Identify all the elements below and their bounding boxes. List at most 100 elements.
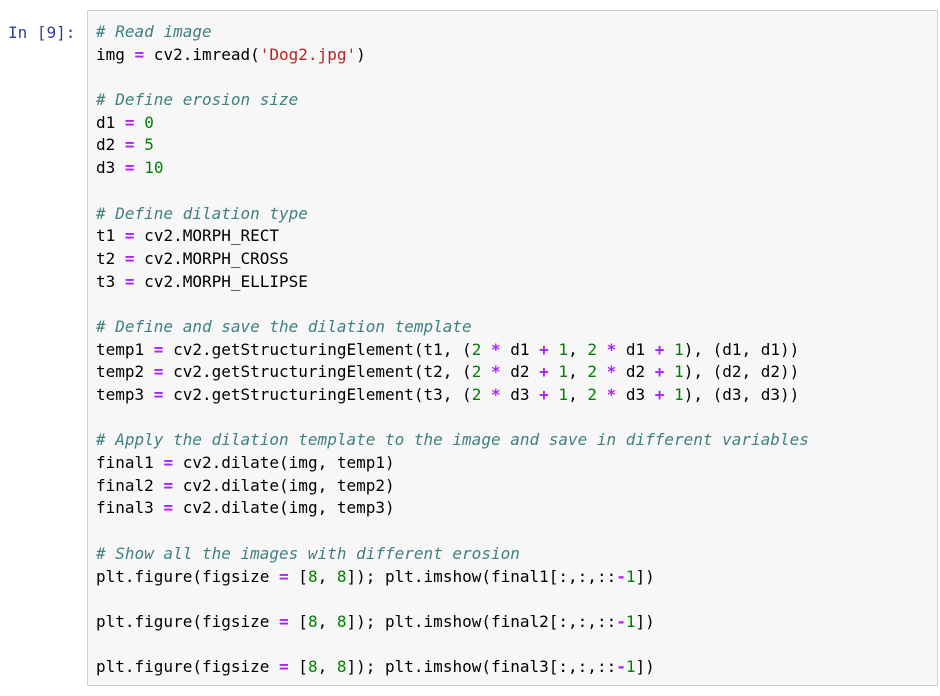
blank-code-line: ​ [96, 520, 809, 543]
code-token [135, 158, 145, 177]
blank-code-line: ​ [96, 407, 809, 430]
number-token: 1 [625, 611, 636, 631]
code-token: ]); plt.imshow(final2[:,:,:: [346, 611, 617, 631]
operator-token: * [490, 385, 501, 404]
operator-token: * [490, 362, 501, 382]
number-token: 1 [625, 566, 636, 586]
comment-token: # Define dilation type [96, 203, 308, 223]
input-prompt: In [9]: [8, 23, 76, 42]
code-token: d3 [616, 385, 655, 404]
code-token: cv2.getStructuringElement(t2, ( [163, 362, 472, 382]
code-token: d3 [500, 385, 540, 404]
operator-token: = [124, 158, 135, 178]
code-line: # Show all the images with different ero… [96, 543, 809, 566]
operator-token: = [153, 385, 164, 404]
number-token: 1 [674, 385, 684, 404]
code-token [597, 362, 607, 381]
code-token: d1 [500, 339, 540, 359]
number-token: 10 [144, 158, 164, 178]
number-token: 2 [587, 339, 597, 359]
number-token: 2 [471, 362, 482, 382]
code-token: d2 [500, 362, 540, 382]
code-token: cv2.MORPH_CROSS [134, 248, 289, 268]
operator-token: * [606, 339, 617, 359]
operator-token: = [124, 248, 135, 268]
code-token [481, 340, 491, 359]
number-token: 8 [336, 611, 347, 631]
code-token: d1 [96, 112, 125, 132]
code-token: cv2.imread( [144, 44, 260, 64]
code-token [549, 340, 559, 359]
code-token [664, 362, 674, 381]
operator-token: * [606, 362, 617, 382]
code-token: ) [356, 44, 366, 64]
code-line: temp1 = cv2.getStructuringElement(t1, (2… [96, 339, 809, 362]
operator-token: * [490, 339, 501, 359]
code-line: d1 = 0 [96, 112, 809, 135]
number-token: 8 [336, 566, 347, 586]
code-token: cv2.dilate(img, temp1) [173, 453, 395, 473]
code-line: t1 = cv2.MORPH_RECT [96, 225, 809, 248]
comment-token: # Apply the dilation template to the ima… [96, 430, 809, 450]
operator-token: - [616, 566, 626, 586]
code-token: d2 [616, 362, 655, 382]
number-token: 2 [471, 385, 482, 404]
code-line: # Define dilation type [96, 203, 809, 226]
operator-token: - [616, 657, 626, 677]
code-line: t2 = cv2.MORPH_CROSS [96, 248, 809, 271]
operator-token: = [153, 362, 164, 382]
code-line: plt.figure(figsize = [8, 8]); plt.imshow… [96, 656, 809, 679]
code-token [664, 340, 674, 359]
code-token: d1 [616, 339, 655, 359]
code-token: t2 [96, 248, 125, 268]
operator-token: = [279, 657, 289, 677]
operator-token: = [124, 135, 135, 155]
number-token: 1 [625, 657, 636, 677]
operator-token: - [616, 611, 626, 631]
code-token: plt.figure(figsize [96, 566, 280, 586]
operator-token: + [539, 385, 549, 404]
blank-code-line: ​ [96, 293, 809, 316]
code-token: temp3 [96, 385, 154, 404]
code-line: # Define and save the dilation template [96, 316, 809, 339]
operator-token: + [654, 339, 665, 359]
comment-token: # Define erosion size [96, 90, 299, 110]
code-token: d3 [96, 158, 125, 178]
number-token: 8 [307, 611, 318, 631]
code-token: final3 [96, 498, 164, 518]
string-token: 'Dog2.jpg' [259, 44, 357, 64]
number-token: 2 [587, 385, 597, 404]
code-token: , [317, 611, 337, 631]
code-line: d3 = 10 [96, 157, 809, 180]
code-line: temp3 = cv2.getStructuringElement(t3, (2… [96, 384, 809, 407]
operator-token: = [124, 226, 135, 246]
code-line: d2 = 5 [96, 134, 809, 157]
operator-token: = [134, 44, 145, 64]
code-token: ]) [635, 566, 655, 586]
number-token: 1 [558, 385, 569, 404]
code-line: t3 = cv2.MORPH_ELLIPSE [96, 271, 809, 294]
number-token: 0 [144, 112, 154, 132]
number-token: 2 [471, 339, 482, 359]
code-token: cv2.getStructuringElement(t1, ( [163, 339, 472, 359]
code-token: ]) [635, 657, 655, 677]
code-token: plt.figure(figsize [96, 657, 280, 677]
comment-token: # Read image [96, 22, 212, 41]
code-token: t1 [96, 226, 125, 246]
code-token: final1 [96, 453, 164, 473]
code-line: final3 = cv2.dilate(img, temp3) [96, 497, 809, 520]
operator-token: = [153, 339, 164, 359]
number-token: 1 [558, 362, 569, 382]
code-token: cv2.dilate(img, temp2) [173, 475, 395, 495]
code-line: # Apply the dilation template to the ima… [96, 429, 809, 452]
code-token: cv2.MORPH_RECT [134, 226, 280, 246]
number-token: 5 [144, 135, 154, 155]
number-token: 1 [674, 339, 684, 359]
number-token: 2 [587, 362, 597, 382]
code-token: cv2.getStructuringElement(t3, ( [163, 385, 472, 404]
code-token: ), (d1, d1)) [683, 339, 800, 359]
operator-token: = [124, 112, 135, 132]
